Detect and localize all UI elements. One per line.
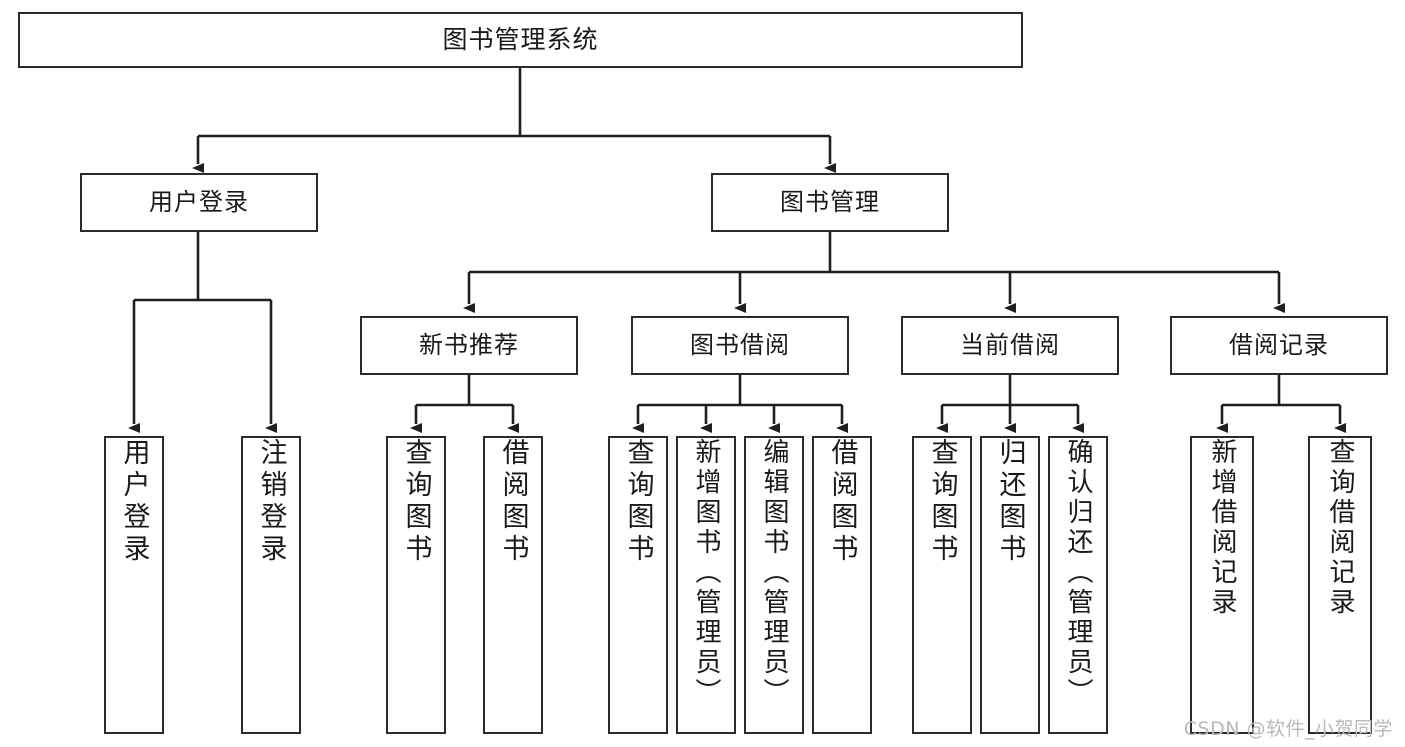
leaf-book-borrow-borrow-book[interactable]: 借阅图书 [812,436,872,734]
node-label: 用户登录 [118,438,150,566]
node-current-borrow[interactable]: 当前借阅 [901,316,1119,375]
leaf-book-borrow-edit-book-admin[interactable]: 编辑图书（管理员） [744,436,804,734]
leaf-new-book-query-book[interactable]: 查询图书 [386,436,446,734]
node-new-book-recommend[interactable]: 新书推荐 [360,316,578,375]
node-label: 注销登录 [255,438,287,566]
node-label: 图书管理系统 [442,25,599,55]
node-label: 归还图书 [994,438,1026,566]
node-root-book-management-system[interactable]: 图书管理系统 [18,12,1023,68]
node-book-borrow[interactable]: 图书借阅 [631,316,849,375]
leaf-current-borrow-return-book[interactable]: 归还图书 [980,436,1040,734]
node-label: 新增图书（管理员） [691,438,721,708]
node-borrow-record[interactable]: 借阅记录 [1170,316,1388,375]
leaf-current-borrow-confirm-return-admin[interactable]: 确认归还（管理员） [1048,436,1108,734]
node-label: 编辑图书（管理员） [759,438,789,708]
node-label: 当前借阅 [960,331,1060,360]
node-label: 查询借阅记录 [1325,438,1355,618]
node-label: 查询图书 [926,438,958,566]
leaf-borrow-record-query-record[interactable]: 查询借阅记录 [1308,436,1372,734]
leaf-user-login-signin[interactable]: 用户登录 [104,436,164,734]
node-label: 查询图书 [622,438,654,566]
node-label: 新书推荐 [419,331,519,360]
leaf-borrow-record-add-record[interactable]: 新增借阅记录 [1190,436,1254,734]
node-label: 查询图书 [400,438,432,566]
node-label: 借阅图书 [826,438,858,566]
watermark-text: CSDN @软件_小贺同学 [1183,718,1393,740]
node-label: 图书借阅 [690,331,790,360]
leaf-current-borrow-query-book[interactable]: 查询图书 [912,436,972,734]
node-label: 用户登录 [149,188,249,217]
node-label: 确认归还（管理员） [1063,438,1093,708]
leaf-new-book-borrow-book[interactable]: 借阅图书 [483,436,543,734]
node-label: 借阅图书 [497,438,529,566]
node-user-login[interactable]: 用户登录 [80,173,318,232]
node-label: 借阅记录 [1229,331,1329,360]
node-label: 新增借阅记录 [1207,438,1237,618]
node-label: 图书管理 [780,188,880,217]
leaf-user-login-signout[interactable]: 注销登录 [241,436,301,734]
leaf-book-borrow-add-book-admin[interactable]: 新增图书（管理员） [676,436,736,734]
node-book-management[interactable]: 图书管理 [711,173,949,232]
leaf-book-borrow-query-book[interactable]: 查询图书 [608,436,668,734]
